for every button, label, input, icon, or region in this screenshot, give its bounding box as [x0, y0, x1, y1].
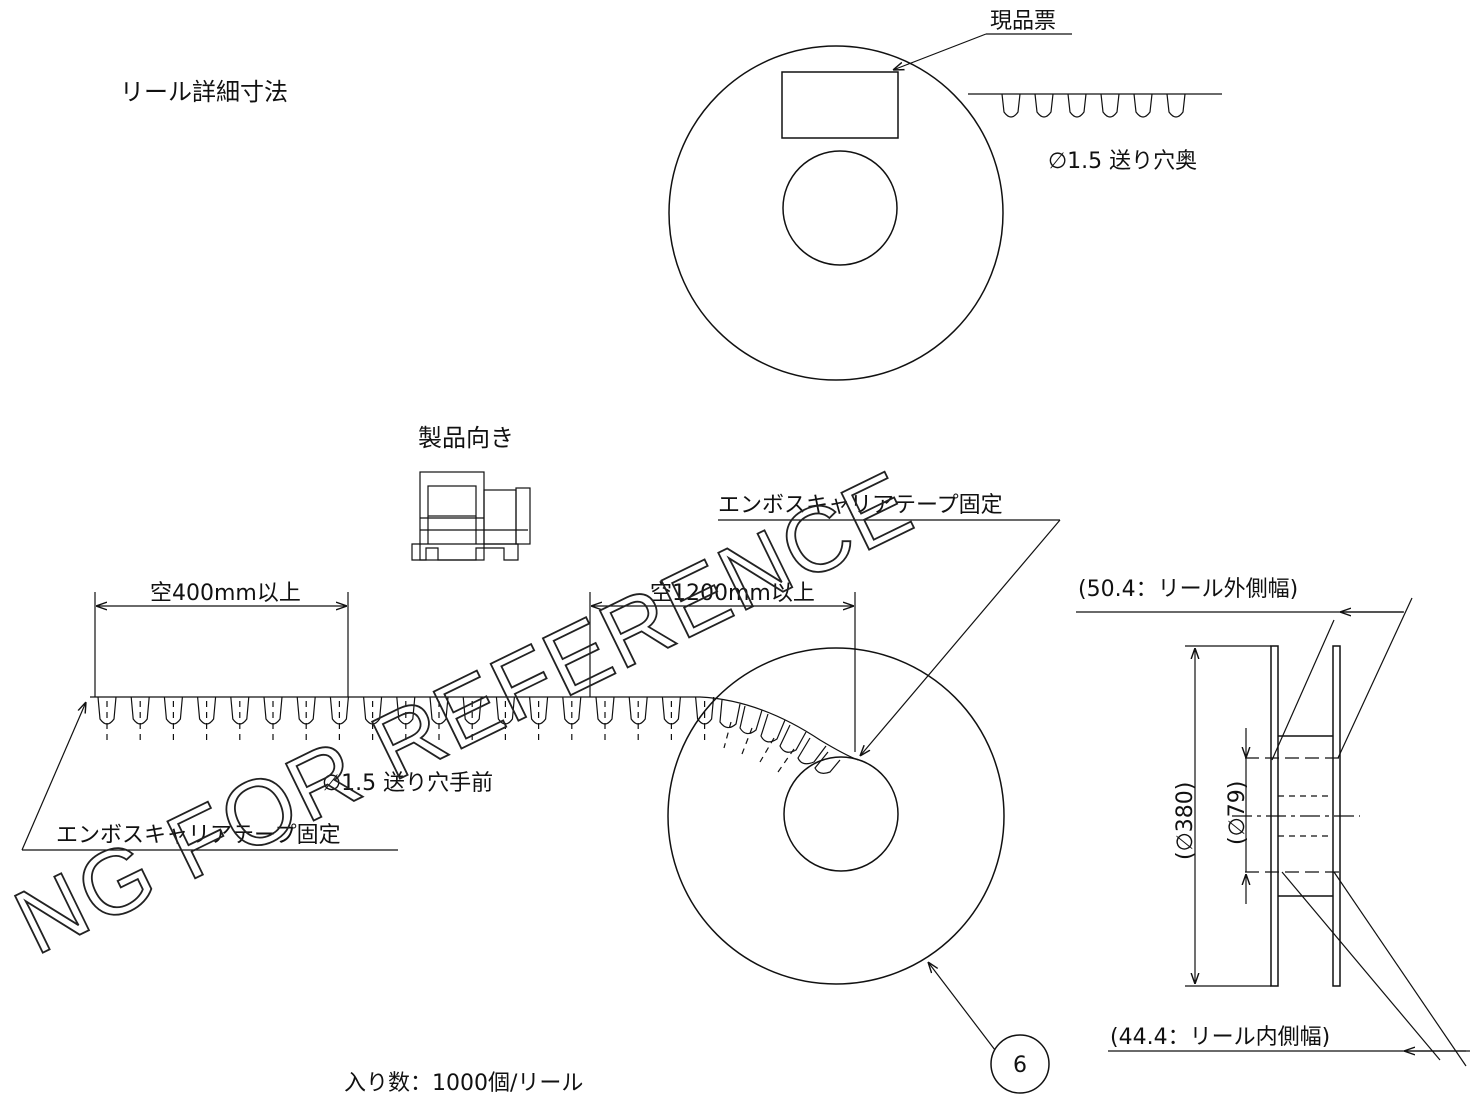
product-orientation-icon: [411, 471, 531, 561]
bottom-tape-pockets: [97, 696, 715, 743]
product-label-box: [781, 71, 899, 139]
top-reel-outer-circle: [668, 45, 1004, 381]
diameter-380-text: (∅380): [1173, 782, 1198, 860]
bottom-reel-hub-circle: [783, 756, 899, 872]
tape-fixed-left-text: エンボスキャリアテープ固定: [56, 823, 341, 848]
product-label-text: 現品票: [990, 9, 1056, 34]
diameter-79-text: (∅79): [1225, 781, 1250, 845]
dimension-400: 空400mm以上: [94, 581, 349, 697]
product-label-leader: [893, 33, 987, 70]
top-reel-hub-circle: [782, 150, 898, 266]
top-reel: 現品票 ∅1.5 送り穴奥: [668, 9, 1222, 381]
bottom-reel: [667, 647, 1005, 985]
empty-1200-text: 空1200mm以上: [650, 581, 815, 606]
tape-fixed-left-leader: エンボスキャリアテープ固定: [21, 702, 398, 851]
quantity-text: 入り数：1000個/リール: [344, 1071, 583, 1096]
bottom-tape-line: [90, 696, 859, 761]
reel-side-view: (50.4：リール外側幅) (44.4：リール内側幅) (∅380) (∅79): [1076, 577, 1470, 1067]
item-number-balloon: 6: [928, 962, 1050, 1094]
dimension-1200: 空1200mm以上: [589, 581, 856, 752]
product-orientation-title: 製品向き: [418, 424, 514, 452]
bottom-reel-outer-circle: [667, 647, 1005, 985]
feed-hole-front-text: ∅1.5 送り穴手前: [322, 771, 493, 796]
reel-detail-title: リール詳細寸法: [120, 78, 288, 106]
inner-width-text: (44.4：リール内側幅): [1110, 1025, 1330, 1050]
tape-fixed-top-text: エンボスキャリアテープ固定: [718, 493, 1003, 518]
item-number-text: 6: [1013, 1053, 1027, 1078]
top-tape-pockets: [1001, 93, 1186, 118]
empty-400-text: 空400mm以上: [150, 581, 301, 606]
feed-hole-back-text: ∅1.5 送り穴奥: [1048, 149, 1197, 174]
outer-width-text: (50.4：リール外側幅): [1078, 577, 1298, 602]
tape-fixed-top-leader: エンボスキャリアテープ固定: [718, 493, 1061, 756]
curved-pockets: [719, 699, 841, 774]
